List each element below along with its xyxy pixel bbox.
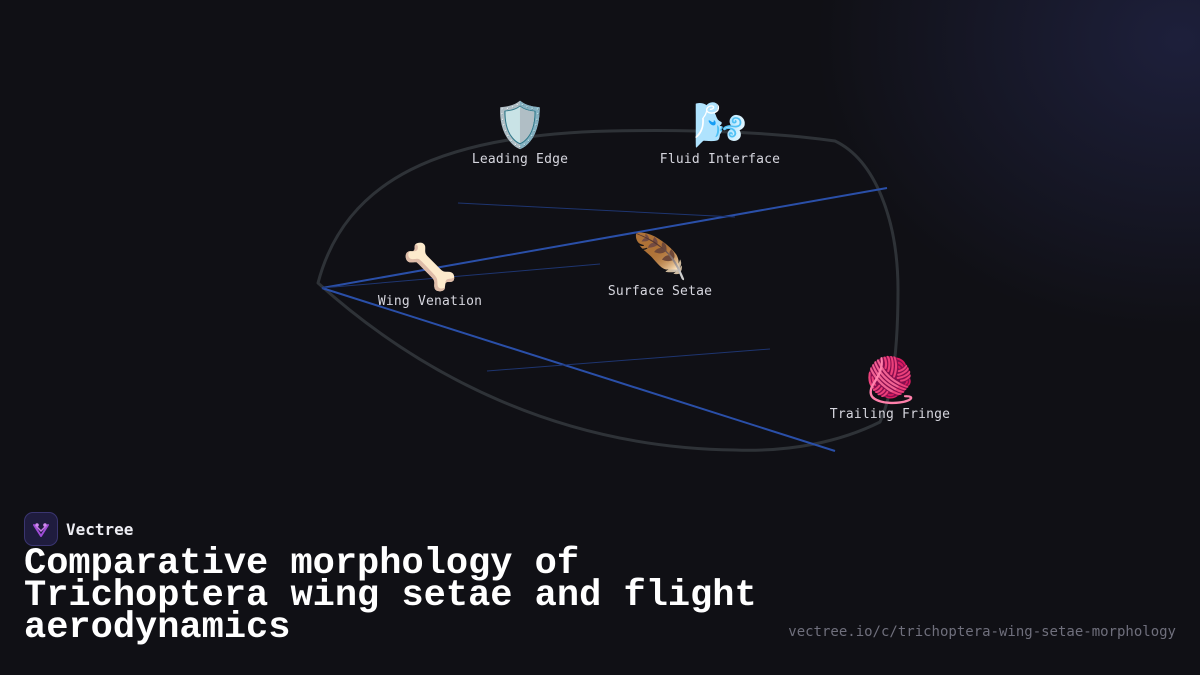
wind-face-icon: 🌬️ [692,100,748,151]
shield-icon: 🛡️ [492,100,548,151]
node-label: Trailing Fringe [829,407,951,422]
node-label: Wing Venation [377,294,483,309]
node-trailing-fringe[interactable]: 🧶 Trailing Fringe [830,355,950,422]
page-url[interactable]: vectree.io/c/trichoptera-wing-setae-morp… [788,624,1176,640]
crossvein-lower [486,348,771,372]
crossvein-upper [457,202,736,218]
vectree-logo-icon [24,512,58,546]
node-fluid-interface[interactable]: 🌬️ Fluid Interface [660,100,780,167]
bone-icon: 🦴 [402,242,458,293]
brand-name: Vectree [66,519,134,539]
page-title: Comparative morphology of Trichoptera wi… [24,543,757,649]
wing-outline [316,128,900,452]
brand[interactable]: Vectree [24,512,133,546]
node-label: Surface Setae [607,284,713,299]
node-wing-venation[interactable]: 🦴 Wing Venation [378,242,482,309]
node-leading-edge[interactable]: 🛡️ Leading Edge [472,100,568,167]
feather-icon: 🪶 [632,232,688,283]
yarn-icon: 🧶 [862,355,918,406]
crossvein-middle [321,263,601,289]
node-surface-setae[interactable]: 🪶 Surface Setae [608,232,712,299]
vein-anal [321,287,836,452]
vein-costal [321,187,888,289]
node-label: Leading Edge [471,152,569,167]
node-label: Fluid Interface [659,152,781,167]
